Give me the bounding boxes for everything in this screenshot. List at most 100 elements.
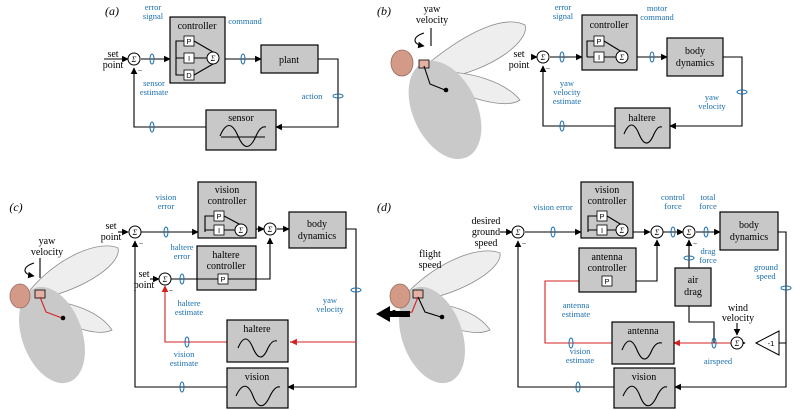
svg-text:vision: vision [215, 185, 239, 196]
svg-text:haltere: haltere [212, 250, 240, 261]
svg-text:I: I [218, 226, 220, 235]
svg-text:Σ: Σ [515, 228, 521, 237]
sensor-estimate-label-1: sensor [143, 78, 165, 88]
svg-text:velocity: velocity [698, 101, 726, 111]
svg-text:force: force [699, 255, 717, 265]
svg-text:−: − [692, 239, 697, 248]
sum-junction-d-total [682, 225, 696, 239]
flight-direction-arrow [376, 306, 410, 322]
panel-c-letter: (c) [9, 200, 22, 214]
svg-text:set: set [105, 221, 116, 232]
air-drag-block-d [674, 267, 712, 307]
i-term: I [188, 54, 190, 63]
svg-text:signal: signal [553, 11, 574, 21]
svg-text:vision: vision [632, 372, 656, 383]
svg-text:Σ: Σ [210, 54, 216, 63]
svg-text:yaw: yaw [39, 236, 56, 247]
svg-text:motor: motor [647, 3, 667, 13]
svg-text:command: command [640, 12, 674, 22]
svg-text:force: force [699, 201, 717, 211]
svg-text:vision: vision [174, 349, 196, 359]
sum-junction-c-vision [128, 225, 142, 239]
svg-text:antenna: antenna [563, 300, 590, 310]
plant-block [260, 44, 319, 74]
controller-block-b [581, 14, 638, 71]
svg-text:air: air [688, 275, 699, 286]
svg-text:body: body [739, 220, 759, 231]
svg-text:control: control [661, 192, 686, 202]
p-term: P [186, 37, 191, 46]
svg-text:estimate: estimate [562, 309, 591, 319]
svg-text:flight: flight [419, 249, 441, 260]
yaw-velocity-fly-2: velocity [416, 15, 448, 26]
sensor-block [205, 109, 277, 151]
set-point-label-1: set [107, 49, 118, 60]
panel-a-letter: (a) [105, 4, 119, 18]
panel-b-letter: (b) [377, 4, 391, 18]
panel-d-letter: (d) [377, 200, 391, 214]
svg-text:vision: vision [156, 192, 178, 202]
svg-text:−: − [521, 239, 526, 248]
svg-text:P: P [596, 37, 601, 46]
svg-text:Σ: Σ [132, 228, 138, 237]
svg-text:speed: speed [475, 238, 498, 249]
controller-label-b: controller [590, 20, 630, 31]
svg-text:wind: wind [728, 303, 748, 314]
svg-text:controller: controller [588, 263, 628, 274]
svg-text:P: P [599, 212, 604, 221]
svg-text:haltere: haltere [628, 113, 656, 124]
svg-text:dynamics: dynamics [298, 231, 336, 242]
svg-text:dynamics: dynamics [676, 58, 714, 69]
svg-text:Σ: Σ [686, 228, 692, 237]
svg-text:speed: speed [419, 260, 442, 271]
error-signal-label-2: signal [143, 11, 164, 21]
svg-text:estimate: estimate [175, 307, 204, 317]
svg-text:speed: speed [756, 271, 776, 281]
svg-text:yaw: yaw [560, 78, 575, 88]
svg-text:ground: ground [754, 262, 779, 272]
haltere-block-b [614, 107, 671, 149]
panel-a: (a) Σ − set point controller P I D Σ pla [103, 2, 344, 151]
svg-text:haltere: haltere [177, 298, 200, 308]
body-dynamics-block-b [666, 37, 724, 77]
svg-text:desired: desired [472, 216, 501, 227]
plant-label: plant [279, 55, 299, 66]
svg-text:vision: vision [595, 185, 619, 196]
sum-junction-c-haltere [158, 272, 172, 286]
svg-text:point: point [134, 280, 155, 291]
svg-text:drag: drag [700, 246, 716, 256]
fly-illustration-c [9, 245, 119, 384]
fly-illustration-d [376, 250, 501, 384]
panel-b: (b) yaw velocity Σ − set point [377, 2, 748, 160]
action-label: action [302, 91, 324, 101]
svg-text:yaw: yaw [323, 295, 338, 305]
svg-text:force: force [664, 201, 682, 211]
svg-text:estimate: estimate [566, 355, 595, 365]
body-dynamics-block-c [288, 211, 347, 249]
sum-junction-c-total [263, 222, 277, 236]
d-term: D [186, 71, 192, 80]
svg-text:−: − [545, 64, 550, 73]
svg-text:velocity: velocity [316, 304, 344, 314]
vision-block-d [613, 367, 676, 409]
svg-text:velocity: velocity [553, 87, 581, 97]
sum-junction-d-control [650, 225, 664, 239]
fly-illustration-b [390, 21, 526, 160]
svg-text:P: P [216, 212, 221, 221]
svg-text:body: body [685, 46, 705, 57]
sensor-label: sensor [228, 113, 254, 124]
svg-text:Σ: Σ [654, 228, 660, 237]
svg-text:haltere: haltere [170, 242, 193, 252]
svg-text:I: I [598, 53, 600, 62]
sum-junction-d-airspeed [730, 336, 744, 350]
svg-text:Σ: Σ [619, 226, 625, 235]
svg-text:error: error [158, 201, 175, 211]
sum-symbol: Σ [131, 55, 137, 64]
svg-text:estimate: estimate [553, 96, 582, 106]
svg-text:controller: controller [207, 261, 247, 272]
controller-label: controller [178, 21, 218, 32]
svg-text:Σ: Σ [734, 339, 740, 348]
svg-text:−: − [168, 286, 173, 295]
svg-text:vision error: vision error [533, 202, 573, 212]
